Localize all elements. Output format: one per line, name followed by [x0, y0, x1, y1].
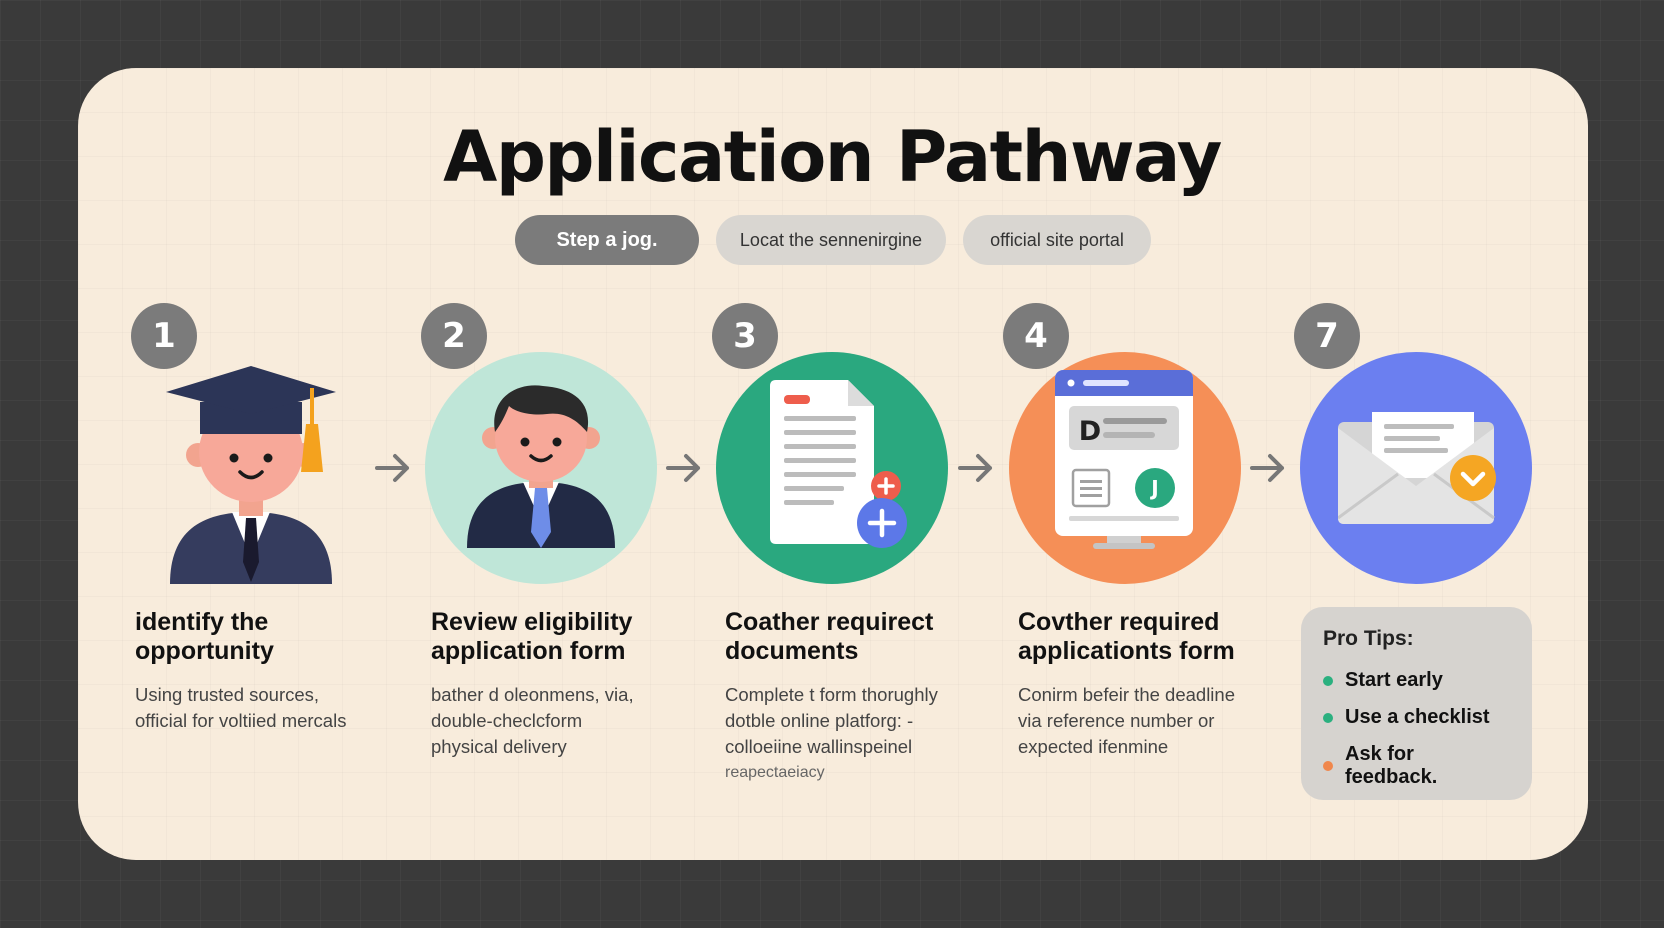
bullet-dot-icon: [1323, 712, 1333, 723]
tip-label: Start early: [1345, 669, 1443, 691]
step-1-title: identify the opportunity: [135, 608, 415, 666]
step-1-description: Using trusted sources, official for volt…: [135, 682, 405, 734]
step-number-1: 1: [131, 303, 197, 369]
step-3-desc-line: reapectaeiacy: [725, 764, 825, 781]
document-icon: [770, 380, 907, 548]
step-2-desc-line: bather d oleonmens, via,: [431, 684, 634, 705]
step-number-2: 2: [421, 303, 487, 369]
step-4-title-line-1: Covther required: [1018, 608, 1220, 636]
step-number-4: 4: [1003, 303, 1069, 369]
step-3-desc-line: dotble online platforg: -: [725, 710, 914, 731]
pro-tips-box: Pro Tips: Start early Use a checklist As…: [1301, 607, 1532, 800]
step-4-desc-line: via reference number or: [1018, 710, 1215, 731]
arrow-right-icon: [1250, 454, 1284, 482]
step-3-title: Coather requirect documents: [725, 608, 1005, 666]
step-2-desc-line: double-checlcform: [431, 710, 583, 731]
form-letter-j: J: [1151, 476, 1159, 500]
pill-locate[interactable]: Locat the sennenirgine: [716, 215, 946, 265]
step-3-title-line-2: documents: [725, 637, 859, 665]
tip-item: Ask for feedback.: [1323, 743, 1510, 789]
step-4-title-line-2: applicationts form: [1018, 637, 1235, 665]
step-4-title: Covther required applicationts form: [1018, 608, 1298, 666]
step-4-description: Conirm befeir the deadline via reference…: [1018, 682, 1288, 760]
step-2-description: bather d oleonmens, via, double-checlcfo…: [431, 682, 701, 760]
step-3-desc-line: Complete t form thorughly: [725, 684, 938, 705]
form-letter-d: D: [1078, 416, 1102, 447]
web-form-icon: [1055, 370, 1193, 549]
tip-item: Use a checklist: [1323, 706, 1510, 729]
step-2-title: Review eligibility application form: [431, 608, 711, 666]
step-3-desc-line: colloeiine wallinspeinel: [725, 736, 913, 757]
arrow-right-icon: [375, 454, 409, 482]
pill-step[interactable]: Step a jog.: [515, 215, 699, 265]
step-1-desc-line: Using trusted sources,: [135, 684, 320, 705]
arrow-right-icon: [958, 454, 992, 482]
arrow-right-icon: [666, 454, 700, 482]
page-title: Application Pathway: [443, 116, 1222, 198]
tip-item: Start early: [1323, 669, 1510, 692]
tip-label: Use a checklist: [1345, 706, 1490, 728]
step-2-title-line-1: Review eligibility: [431, 608, 633, 636]
tip-label: Ask for feedback.: [1345, 743, 1438, 788]
person-icon: [467, 385, 615, 548]
step-1-desc-line: official for voltiied mercals: [135, 710, 347, 731]
bullet-dot-icon: [1323, 675, 1333, 686]
pill-official-site[interactable]: official site portal: [963, 215, 1151, 265]
step-2-desc-line: physical delivery: [431, 736, 567, 757]
envelope-icon: [1338, 412, 1496, 524]
step-1-title-line-2: opportunity: [135, 637, 274, 665]
step-2-title-line-2: application form: [431, 637, 626, 665]
graduate-icon: [166, 366, 336, 584]
step-3-description: Complete t form thorughly dotble online …: [725, 682, 995, 786]
step-4-desc-line: Conirm befeir the deadline: [1018, 684, 1235, 705]
pro-tips-title: Pro Tips:: [1323, 627, 1414, 650]
bullet-dot-icon: [1323, 761, 1333, 771]
step-4-desc-line: expected ifenmine: [1018, 736, 1169, 757]
step-number-5: 7: [1294, 303, 1360, 369]
step-number-3: 3: [712, 303, 778, 369]
step-1-title-line-1: identify the: [135, 608, 269, 636]
step-3-title-line-1: Coather requirect: [725, 608, 934, 636]
